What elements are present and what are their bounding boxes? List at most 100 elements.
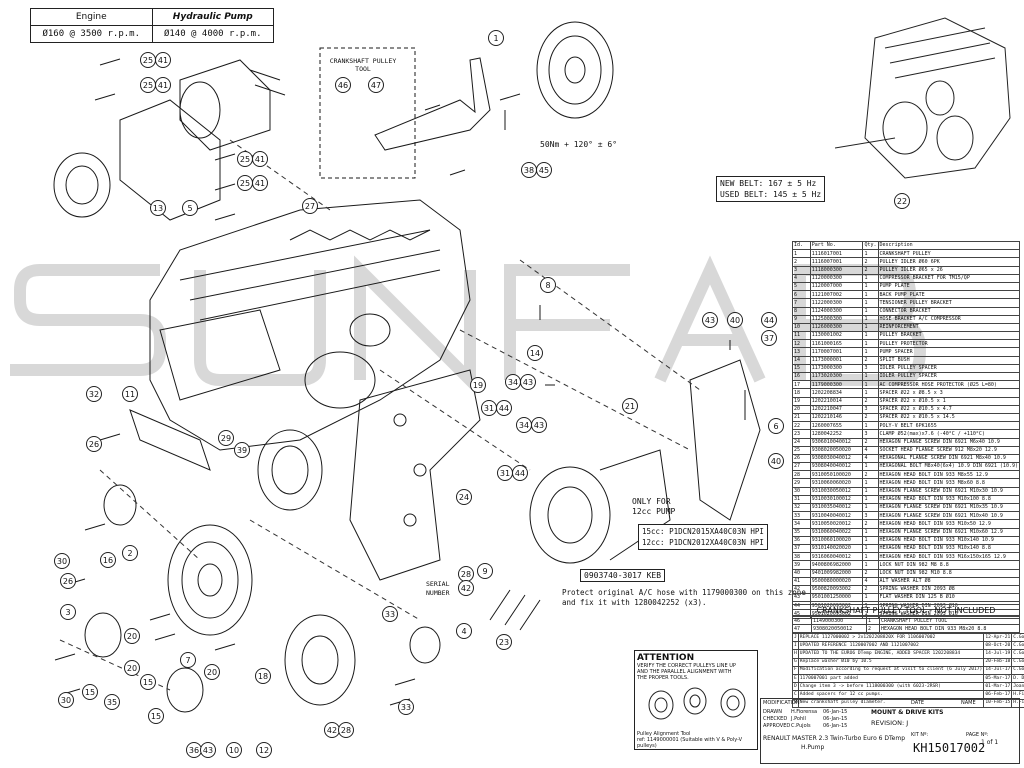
revision-author: H.Fiorensa xyxy=(1011,698,1024,708)
keb-box: 0903740-3017 KEB xyxy=(580,569,666,582)
revision-description: REPLACE 1127000002 > 2x1202208820X FOR 1… xyxy=(797,632,985,643)
part-qty: 1 xyxy=(862,298,879,308)
number-label: NUMBER xyxy=(426,589,450,597)
part-number: 9400806982000 xyxy=(809,560,864,570)
callout-43: 43 xyxy=(200,742,216,758)
revision-author: C.Gonzalez xyxy=(1011,632,1024,643)
part-qty: 1 xyxy=(862,535,879,545)
hpi-box: 15cc: P1DCN2015XA40C03N HPI 12cc: P1DCN2… xyxy=(638,524,768,550)
part-description: HEXAGON HEAD BOLT DIN 933 M10x140 10.9 xyxy=(877,535,1021,545)
part-number: 1280042252 xyxy=(809,429,864,439)
part-qty: 1 xyxy=(862,290,879,300)
callout-9: 9 xyxy=(477,563,493,579)
pump-plate xyxy=(119,99,221,221)
part-number: 9310030100012 xyxy=(809,494,864,505)
protect-label: Protect original A/C hose with 117900030… xyxy=(562,588,806,597)
revision-author: Joan Pohll xyxy=(1011,682,1024,692)
callout-44: 44 xyxy=(761,312,777,328)
callout-33: 33 xyxy=(382,606,398,622)
part-number: 1125000300 xyxy=(809,314,864,324)
part-id: 1 xyxy=(792,249,811,259)
part-description: HEXAGON HEAD BOLT DIN 933 M10x100 8.8 xyxy=(877,494,1021,505)
hpi-12cc: 12cc: P1DCN2012XA40C03N HPI xyxy=(642,538,764,547)
revision-date: 14-Jul-17 xyxy=(983,665,1013,675)
revision-date: 08-Oct-20 xyxy=(983,641,1013,651)
callout-34: 34 xyxy=(516,417,532,433)
part-number: 9308020050020 xyxy=(809,445,864,455)
part-number: 1173000300 xyxy=(809,363,864,374)
part-number: 1120000300 xyxy=(809,273,864,283)
part-number: 9501001250000 xyxy=(809,593,864,603)
part-number: 1179000300 xyxy=(809,380,864,390)
part-description: PUMP SPACER xyxy=(877,347,1021,357)
belt-tension-box: NEW BELT: 167 ± 5 Hz USED BELT: 145 ± 5 … xyxy=(716,176,826,202)
part-description: HEXAGON FLANGE SCREW DIN 6921 M10x35 10.… xyxy=(877,502,1021,513)
part-number: 9310140020020 xyxy=(809,543,864,554)
callout-20: 20 xyxy=(124,660,140,676)
part-qty: 2 xyxy=(862,355,879,365)
part-description: HEXAGON FLANGE SCREW DIN 6921 M6x40 10.9 xyxy=(877,437,1021,447)
revision-date: 10-Feb-15 xyxy=(983,698,1013,708)
callout-39: 39 xyxy=(234,442,250,458)
callout-37: 37 xyxy=(761,330,777,346)
part-qty: 2 xyxy=(862,519,879,529)
name-label: NAME xyxy=(961,700,976,706)
part-id: 32 xyxy=(792,502,811,513)
part-qty: 1 xyxy=(862,527,879,537)
part-qty: 2 xyxy=(862,470,879,480)
revision-date: 12-Apr-21 xyxy=(983,632,1013,643)
part-qty: 1 xyxy=(862,486,879,496)
drawn-label: DRAWN xyxy=(763,709,782,715)
idler-pulley-left xyxy=(103,484,137,526)
callout-26: 26 xyxy=(86,436,102,452)
callout-27: 27 xyxy=(302,198,318,214)
part-description: SPACER Ø22 x Ø8.5 x 3 xyxy=(877,388,1021,398)
part-id: 43 xyxy=(792,593,811,603)
callout-25: 25 xyxy=(140,52,156,68)
part-number: 1202210146 xyxy=(809,412,864,423)
part-qty: 3 xyxy=(862,511,879,521)
part-number: 1118000300 xyxy=(809,265,864,275)
part-number: 1130001002 xyxy=(809,331,864,341)
part-number: 9308040040012 xyxy=(809,462,864,472)
hpi-15cc: 15cc: P1DCN2015XA40C03N HPI xyxy=(642,527,764,536)
engine-overview-image xyxy=(835,17,1011,179)
col-qty: Qty. xyxy=(862,240,879,251)
part-description: AC COMPRESSOR HOSE PROTECTOR (Ø25 L=80) xyxy=(877,380,1021,390)
part-qty: 1 xyxy=(862,552,879,562)
part-id: 22 xyxy=(792,421,811,431)
date-label: DATE xyxy=(911,700,925,706)
part-qty: 1 xyxy=(862,560,879,570)
lower-crankshaft-pulley xyxy=(167,524,253,636)
part-qty: 1 xyxy=(862,314,879,324)
part-id: 13 xyxy=(792,347,811,357)
part-number: 1122000300 xyxy=(809,298,864,308)
revision-author: C.Gonzalez xyxy=(1011,641,1024,651)
part-number: 1126000300 xyxy=(809,322,864,333)
part-number: 1202208834 xyxy=(809,388,864,398)
revision-label: REVISION: J xyxy=(871,719,909,727)
part-id: 42 xyxy=(792,584,811,595)
part-qty: 1 xyxy=(862,322,879,333)
callout-13: 13 xyxy=(150,200,166,216)
callout-34: 34 xyxy=(505,374,521,390)
callout-11: 11 xyxy=(122,386,138,402)
part-qty: 1 xyxy=(862,273,879,283)
part-id: 24 xyxy=(792,437,811,447)
drawn-by: H.Fiorensa xyxy=(791,709,818,715)
col-part-no: Part No. xyxy=(809,240,864,251)
tool-qty: 1 xyxy=(866,616,880,625)
callout-22: 22 xyxy=(894,193,910,209)
part-id: 4 xyxy=(792,273,811,283)
